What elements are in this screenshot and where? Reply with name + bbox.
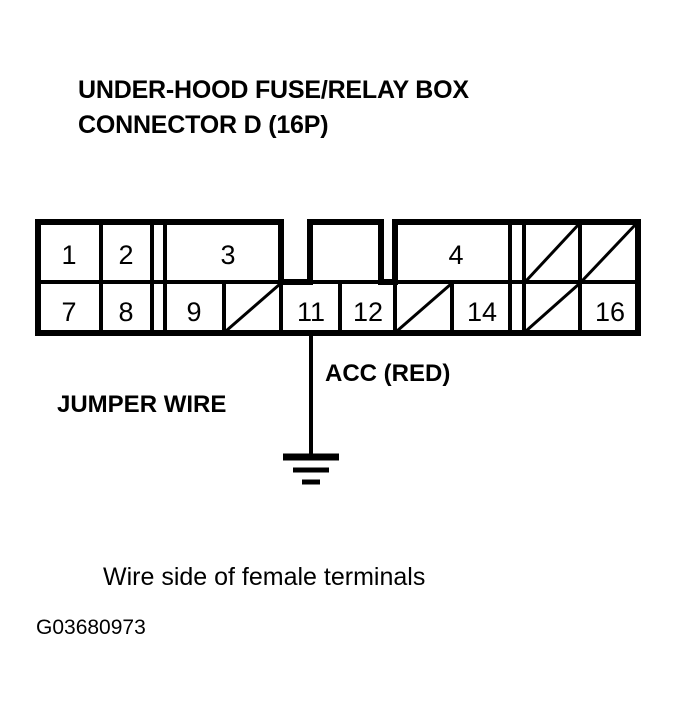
pin-label-3: 3 bbox=[220, 240, 235, 270]
top-row-cells bbox=[99, 222, 638, 283]
pin-label-16: 16 bbox=[595, 297, 625, 327]
pin-label-11: 11 bbox=[297, 297, 325, 327]
pin-label-4: 4 bbox=[448, 240, 463, 270]
pin-label-9: 9 bbox=[186, 297, 201, 327]
bottom-blank-slash-15 bbox=[525, 282, 580, 333]
bottom-blank-slash-10 bbox=[225, 282, 281, 333]
pin-label-12: 12 bbox=[353, 297, 383, 327]
figure-caption: Wire side of female terminals bbox=[103, 563, 425, 591]
pin-label-8: 8 bbox=[118, 297, 133, 327]
pin-label-14: 14 bbox=[467, 297, 497, 327]
diagram-title-line1: UNDER-HOOD FUSE/RELAY BOX bbox=[78, 76, 469, 104]
pin-label-1: 1 bbox=[61, 240, 76, 270]
acc-signal-label: ACC (RED) bbox=[325, 360, 450, 387]
bottom-row-cells bbox=[99, 282, 582, 333]
top-blank-slash-2 bbox=[580, 222, 638, 283]
pin-label-2: 2 bbox=[118, 240, 133, 270]
figure-id-code: G03680973 bbox=[36, 616, 146, 639]
pin-label-7: 7 bbox=[61, 297, 76, 327]
top-blank-slash-1 bbox=[524, 222, 581, 283]
ground-icon bbox=[283, 453, 339, 485]
bottom-blank-slash-13 bbox=[396, 282, 452, 333]
diagram-title-line2: CONNECTOR D (16P) bbox=[78, 111, 328, 139]
jumper-wire-label: JUMPER WIRE bbox=[57, 391, 226, 418]
